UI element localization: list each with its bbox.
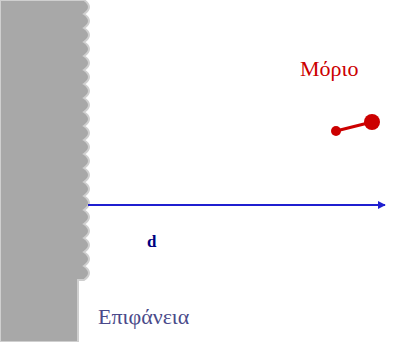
molecule-atom	[364, 114, 380, 130]
molecule-atom	[331, 126, 341, 136]
distance-arrow	[88, 204, 385, 206]
surface-wall	[0, 0, 89, 342]
distance-label: d	[147, 233, 156, 252]
surface-label: Επιφάνεια	[98, 305, 189, 329]
molecule-label: Μόριο	[300, 57, 358, 81]
